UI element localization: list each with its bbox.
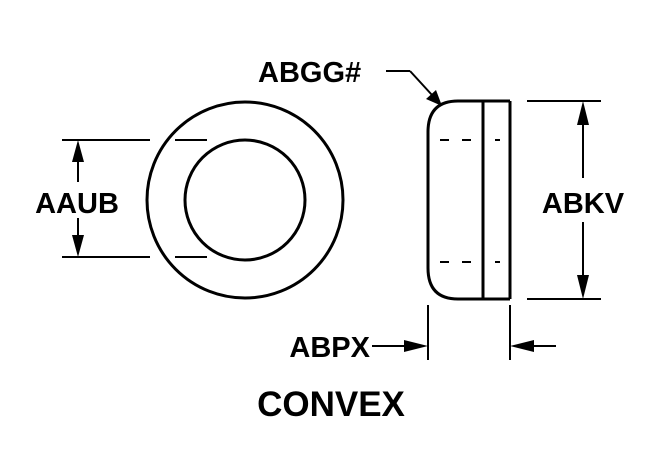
abpx-arrow-left [510, 340, 534, 352]
aaub-label: AAUB [35, 188, 119, 220]
abgg-arrow [426, 90, 442, 106]
abkv-arrow-up [577, 101, 589, 125]
front-view: AAUB [35, 100, 345, 300]
convex-profile [426, 99, 483, 301]
caption: CONVEX [257, 385, 405, 424]
abgg-leader-diagonal [409, 70, 433, 96]
abgg-label: ABGG# [258, 57, 361, 89]
inner-circle [183, 138, 307, 262]
abpx-arrow-right [404, 340, 428, 352]
abpx-label: ABPX [289, 332, 370, 364]
aaub-arrow-down [72, 235, 84, 257]
abkv-label: ABKV [542, 188, 625, 220]
side-view: ABKV ABGG# ABPX [258, 57, 625, 364]
outer-circle [145, 100, 345, 300]
abkv-arrow-down [577, 275, 589, 299]
aaub-arrow-up [72, 140, 84, 162]
